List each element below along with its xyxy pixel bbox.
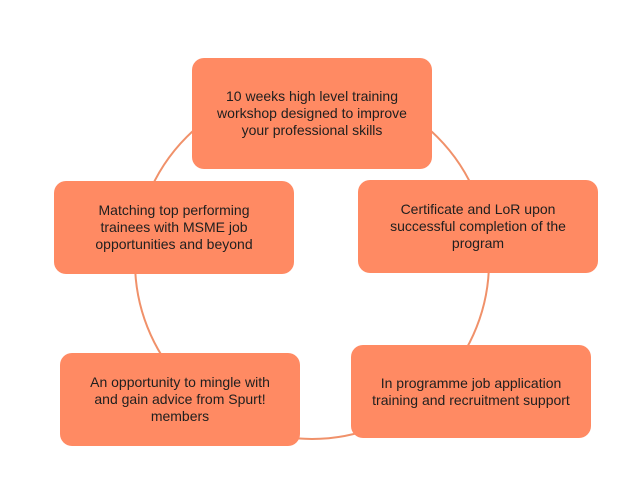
step-box-mingle-opportunity: An opportunity to mingle with and gain a… (60, 353, 300, 446)
step-text-job-application-training: In programme job application training an… (372, 374, 570, 408)
step-box-job-matching: Matching top performing trainees with MS… (54, 181, 294, 274)
step-text-training-workshop: 10 weeks high level training workshop de… (217, 88, 407, 138)
step-text-certificate: Certificate and LoR upon successful comp… (390, 201, 566, 251)
step-box-job-application-training: In programme job application training an… (351, 345, 591, 438)
step-text-mingle-opportunity: An opportunity to mingle with and gain a… (90, 374, 270, 424)
step-box-training-workshop: 10 weeks high level training workshop de… (192, 58, 432, 169)
step-text-job-matching: Matching top performing trainees with MS… (95, 202, 253, 252)
step-box-certificate: Certificate and LoR upon successful comp… (358, 180, 598, 273)
